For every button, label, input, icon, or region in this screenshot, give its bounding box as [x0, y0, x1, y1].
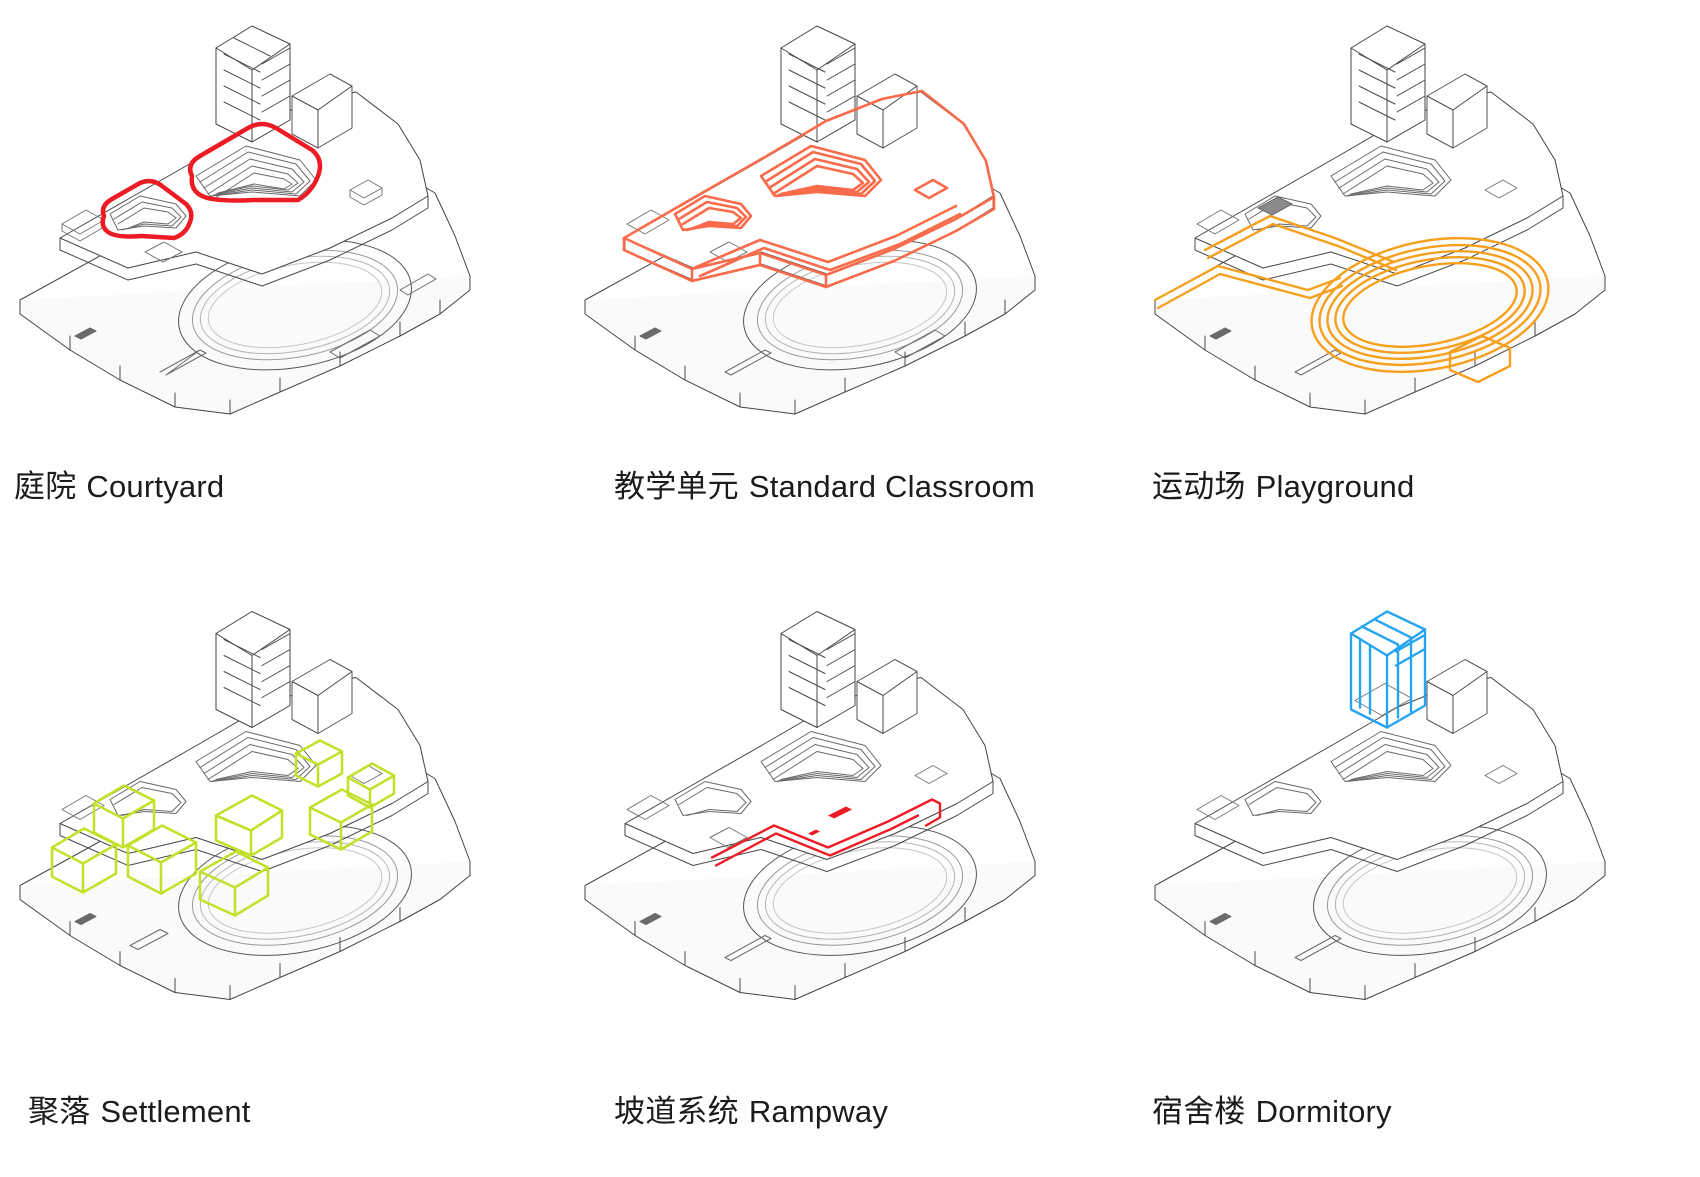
- axonometric-figure-playground: [1130, 0, 1700, 450]
- right-wing: [291, 659, 353, 734]
- caption-en-classroom: Standard Classroom: [748, 469, 1035, 504]
- classroom-bars: [1244, 145, 1452, 231]
- tower-block: [215, 25, 291, 143]
- playground-highlight: [1153, 214, 1550, 384]
- settlement-highlight: [50, 739, 396, 917]
- axonometric-figure-rampway: [560, 516, 1130, 1075]
- caption-en-rampway: Rampway: [748, 1094, 889, 1129]
- classroom-highlight: [622, 89, 996, 289]
- ground-marks: [639, 327, 946, 376]
- caption-en-playground: Playground: [1255, 469, 1415, 504]
- ground-marks: [74, 913, 169, 950]
- caption-settlement: 聚落 Settlement: [0, 1093, 560, 1131]
- caption-cn-courtyard: 庭院: [14, 469, 77, 505]
- rampway-highlight: [710, 798, 942, 867]
- caption-dormitory: 宿舍楼 Dormitory: [1130, 1093, 1700, 1131]
- panel-settlement[interactable]: 聚落 Settlement: [0, 516, 560, 1141]
- classroom-bars: [674, 731, 882, 816]
- panel-standard-classroom[interactable]: 教学单元 Standard Classroom: [560, 0, 1130, 516]
- axonometric-figure-settlement: [0, 516, 560, 1075]
- tower-block: [215, 611, 291, 728]
- axonometric-figure-classroom: [560, 0, 1130, 450]
- tower-block: [1350, 25, 1426, 143]
- caption-cn-settlement: 聚落: [28, 1094, 91, 1130]
- right-wing: [856, 659, 918, 734]
- caption-classroom: 教学单元 Standard Classroom: [560, 468, 1130, 506]
- right-wing: [1426, 73, 1488, 149]
- panel-rampway[interactable]: 坡道系统 Rampway: [560, 516, 1130, 1141]
- courtyard-highlight: [100, 121, 323, 241]
- ground-marks: [1209, 913, 1342, 961]
- caption-en-settlement: Settlement: [100, 1094, 251, 1129]
- tower-block: [780, 611, 856, 728]
- tower-block: [780, 25, 856, 143]
- ground-marks: [74, 273, 437, 376]
- caption-cn-classroom: 教学单元: [614, 469, 739, 505]
- caption-cn-rampway: 坡道系统: [614, 1094, 739, 1130]
- axonometric-figure-courtyard: [0, 0, 560, 450]
- caption-cn-playground: 运动场: [1152, 469, 1246, 505]
- roof-details: [626, 765, 948, 848]
- ground-marks: [639, 913, 772, 961]
- caption-courtyard: 庭院 Courtyard: [0, 468, 560, 506]
- caption-rampway: 坡道系统 Rampway: [560, 1093, 1130, 1131]
- panel-playground[interactable]: 运动场 Playground: [1130, 0, 1700, 516]
- caption-en-dormitory: Dormitory: [1255, 1094, 1392, 1129]
- caption-playground: 运动场 Playground: [1130, 468, 1700, 506]
- right-wing: [1426, 659, 1488, 734]
- panel-courtyard[interactable]: 庭院 Courtyard: [0, 0, 560, 516]
- caption-en-courtyard: Courtyard: [86, 469, 225, 504]
- right-wing: [291, 73, 353, 149]
- roof-details: [1196, 179, 1518, 235]
- panel-dormitory[interactable]: 宿舍楼 Dormitory: [1130, 516, 1700, 1141]
- classroom-bars: [109, 145, 317, 231]
- caption-cn-dormitory: 宿舍楼: [1152, 1094, 1246, 1130]
- running-track: [178, 239, 412, 371]
- classroom-bars: [1244, 731, 1452, 816]
- axonometric-figure-dormitory: [1130, 516, 1700, 1075]
- dormitory-highlight: [1349, 610, 1427, 729]
